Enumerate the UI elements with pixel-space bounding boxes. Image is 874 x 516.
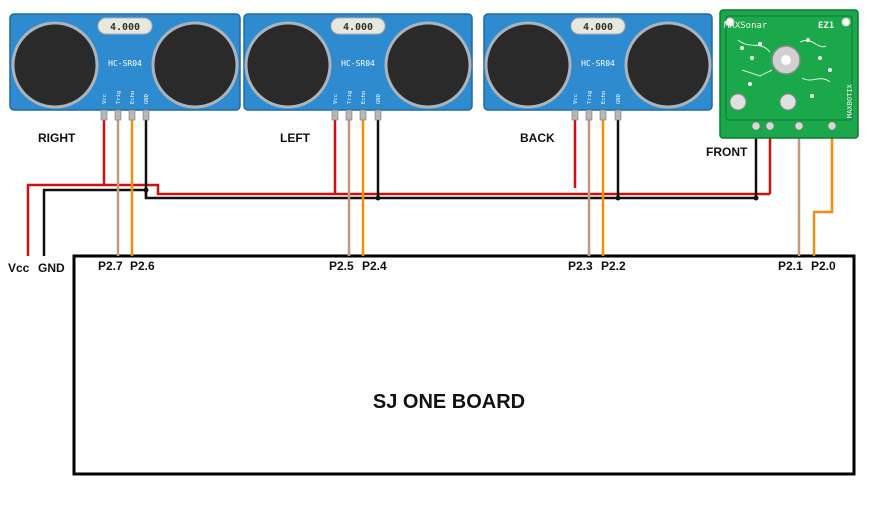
mounting-hole — [725, 17, 735, 27]
sensor-front: MAXSonar EZ1 MAXBOTIX — [719, 9, 859, 139]
mounting-hole — [841, 17, 851, 27]
pin-label-gnd: GND — [616, 94, 622, 104]
pin-label-gnd: GND — [376, 94, 382, 104]
header-pins — [751, 121, 837, 131]
transducer-left — [244, 21, 332, 109]
header-pins — [331, 109, 382, 121]
transducer-right — [624, 21, 712, 109]
maker-label: MAXBOTIX — [846, 83, 854, 118]
header-pins — [100, 109, 150, 121]
board-vcc-label: Vcc — [8, 261, 30, 275]
pin-label-echo: Echo — [130, 91, 136, 104]
chip-label: HC-SR04 — [108, 59, 142, 68]
model-label: EZ1 — [818, 21, 834, 31]
crystal — [97, 17, 153, 35]
echo-wire-front — [812, 125, 834, 256]
sj-one-board — [72, 254, 856, 476]
wires — [26, 118, 834, 256]
pin-p2-6: P2.6 — [130, 259, 155, 273]
vcc-bus — [104, 183, 770, 196]
label-front: FRONT — [706, 145, 748, 159]
label-right: RIGHT — [38, 131, 76, 145]
header-pins — [571, 109, 622, 121]
sensor-left: 4.000 HC-SR04 Vcc Trig Echo GND — [243, 13, 473, 121]
pin-p2-1: P2.1 — [778, 259, 803, 273]
pin-label-vcc: Vcc — [333, 94, 339, 104]
pin-p2-5: P2.5 — [329, 259, 354, 273]
chip-label: HC-SR04 — [581, 59, 615, 68]
pin-p2-2: P2.2 — [601, 259, 626, 273]
pin-label-trig: Trig — [587, 91, 593, 104]
transducer-left — [484, 21, 572, 109]
chip-label: HC-SR04 — [341, 59, 375, 68]
transducer-right — [151, 21, 239, 109]
pin-p2-0: P2.0 — [811, 259, 836, 273]
label-back: BACK — [520, 131, 555, 145]
crystal — [570, 17, 626, 35]
pin-label-echo: Echo — [601, 91, 607, 104]
crystal — [330, 17, 386, 35]
sensor-back: 4.000 HC-SR04 Vcc Trig Echo GND — [483, 13, 713, 121]
junction-dots — [143, 187, 759, 201]
sensor-right: 4.000 HC-SR04 Vcc Trig Echo GND — [9, 13, 241, 121]
label-left: LEFT — [280, 131, 311, 145]
gnd-wire — [42, 188, 146, 256]
pin-label-echo: Echo — [361, 91, 367, 104]
board-gnd-label: GND — [38, 261, 65, 275]
crystal-label: 4.000 — [583, 22, 613, 33]
pin-p2-4: P2.4 — [362, 259, 387, 273]
pads — [740, 38, 832, 98]
pin-label-trig: Trig — [116, 91, 122, 104]
pin-label-vcc: Vcc — [102, 94, 108, 104]
pin-p2-7: P2.7 — [98, 259, 123, 273]
board-outline — [725, 15, 853, 121]
capacitor — [779, 93, 797, 111]
crystal-label: 4.000 — [343, 22, 373, 33]
transducer-can-center — [781, 55, 791, 65]
pcb-traces — [737, 39, 831, 83]
transducer-left — [11, 21, 99, 109]
pin-label-trig: Trig — [347, 91, 353, 104]
pin-p2-3: P2.3 — [568, 259, 593, 273]
brand-label: MAXSonar — [724, 21, 768, 31]
capacitor — [729, 93, 747, 111]
board-title: SJ ONE BOARD — [373, 391, 525, 413]
pin-label-gnd: GND — [144, 94, 150, 104]
crystal-label: 4.000 — [110, 22, 140, 33]
pin-label-vcc: Vcc — [573, 94, 579, 104]
transducer-right — [384, 21, 472, 109]
vcc-wire — [26, 183, 104, 256]
